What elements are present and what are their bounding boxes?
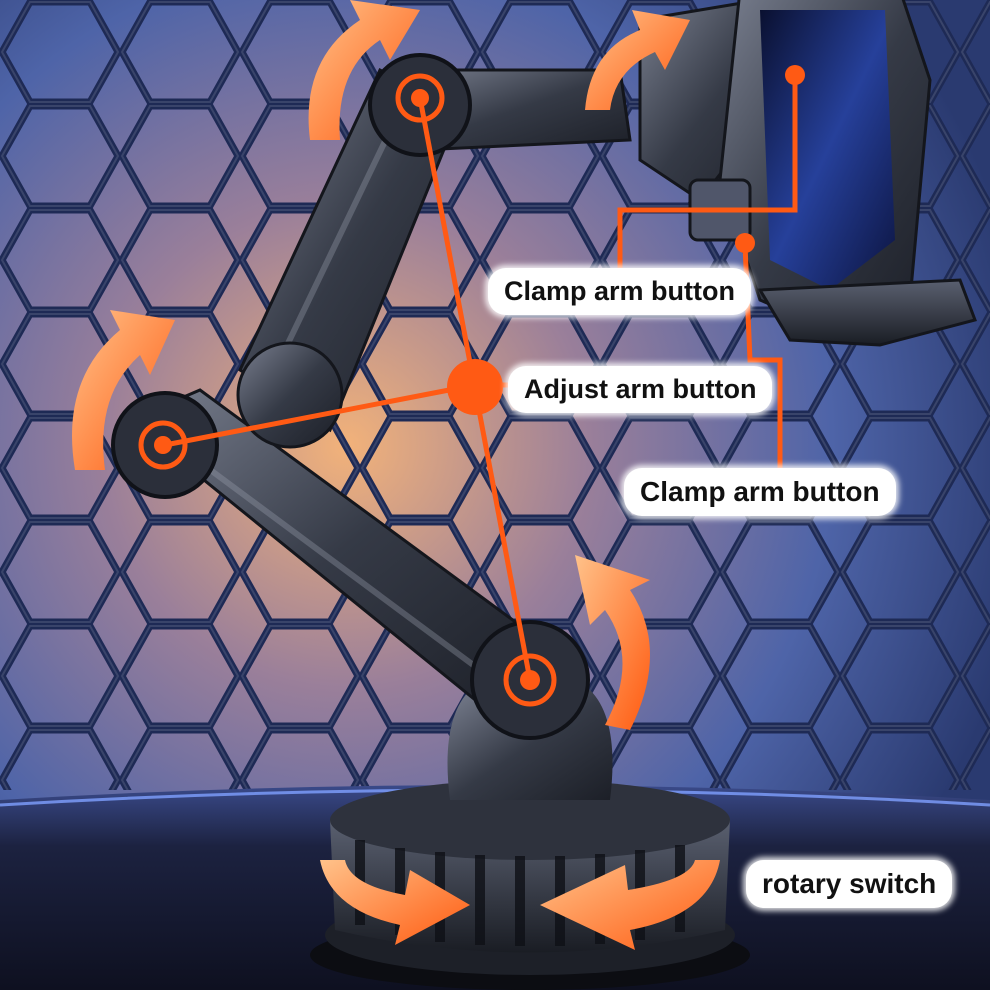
adjust-knob [236,341,344,449]
clamp-button-marker [785,65,805,85]
clamp-button-marker [735,233,755,253]
rotation-arrow-icon [72,310,175,470]
rotation-arrow-icon [320,860,470,945]
rotation-arrow-icon [585,10,690,110]
pivot-marker-icon [395,73,445,123]
adjust-button-marker [447,359,503,415]
rotary-switch-label: rotary switch [746,860,953,908]
pivot-marker-icon [138,420,188,470]
pivot-marker-icon [503,653,557,707]
rotation-arrow-icon [308,0,420,140]
clamp-arm-button-label: Clamp arm button [488,268,752,315]
rotation-arrow-icon [540,860,720,950]
rotation-arrow-icon [575,555,650,730]
adjust-arm-button-label: Adjust arm button [508,366,773,413]
clamp-arm-button-label-lower: Clamp arm button [624,468,896,516]
